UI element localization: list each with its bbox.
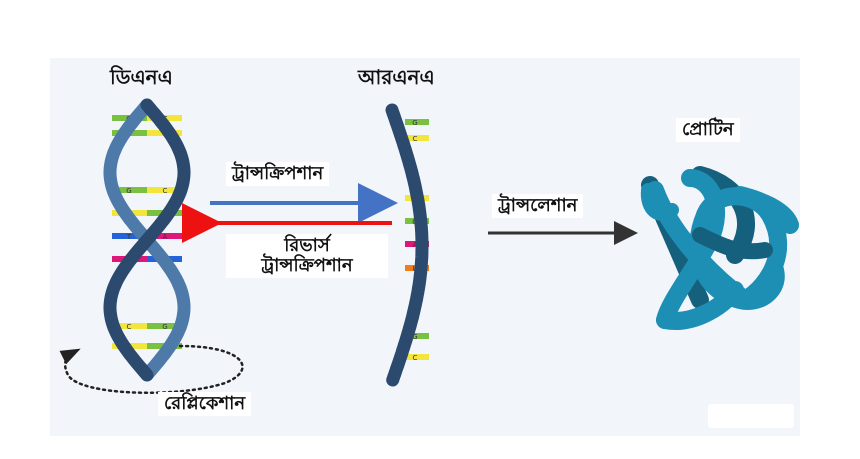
- rna-base: G: [405, 119, 429, 127]
- reverse-transcription-label-line2: ট্রান্সক্রিপশান: [261, 254, 353, 276]
- protein-label: প্রোটিন: [676, 118, 740, 142]
- rna-base-letter: G: [412, 333, 417, 341]
- rna-base: G: [405, 333, 429, 341]
- rna-base-letter: C: [413, 354, 418, 362]
- transcription-label: ট্রান্সক্রিপশান: [226, 162, 330, 186]
- protein-folded-structure: [640, 166, 799, 330]
- reverse-transcription-label-line1: রিভার্স: [284, 235, 330, 256]
- rna-base: C: [405, 135, 429, 143]
- dna-base-letter: C: [163, 187, 168, 195]
- rna-base-letter: G: [412, 119, 417, 127]
- rna-strand: [385, 103, 429, 387]
- dna-strand-front: [103, 98, 191, 382]
- blank-label-box: [708, 404, 794, 428]
- dna-base-letter: C: [127, 323, 132, 331]
- rna-base-letter: C: [413, 135, 418, 143]
- rna-base-letter: A: [413, 241, 418, 249]
- rna-label: আরএনএ: [358, 65, 435, 89]
- dna-base-letter: T: [126, 233, 132, 241]
- replication-label: রেপ্লিকেশান: [158, 392, 252, 416]
- dna-base-letter: G: [162, 323, 167, 331]
- rna-base: C: [405, 354, 429, 362]
- dna-base-letter: G: [126, 187, 131, 195]
- reverse-transcription-label: রিভার্স ট্রান্সক্রিপশান: [226, 234, 388, 278]
- dna-base-letter: A: [163, 233, 168, 241]
- dna-label: ডিএনএ: [110, 65, 173, 89]
- translation-label: ট্রান্সলেশান: [492, 194, 584, 218]
